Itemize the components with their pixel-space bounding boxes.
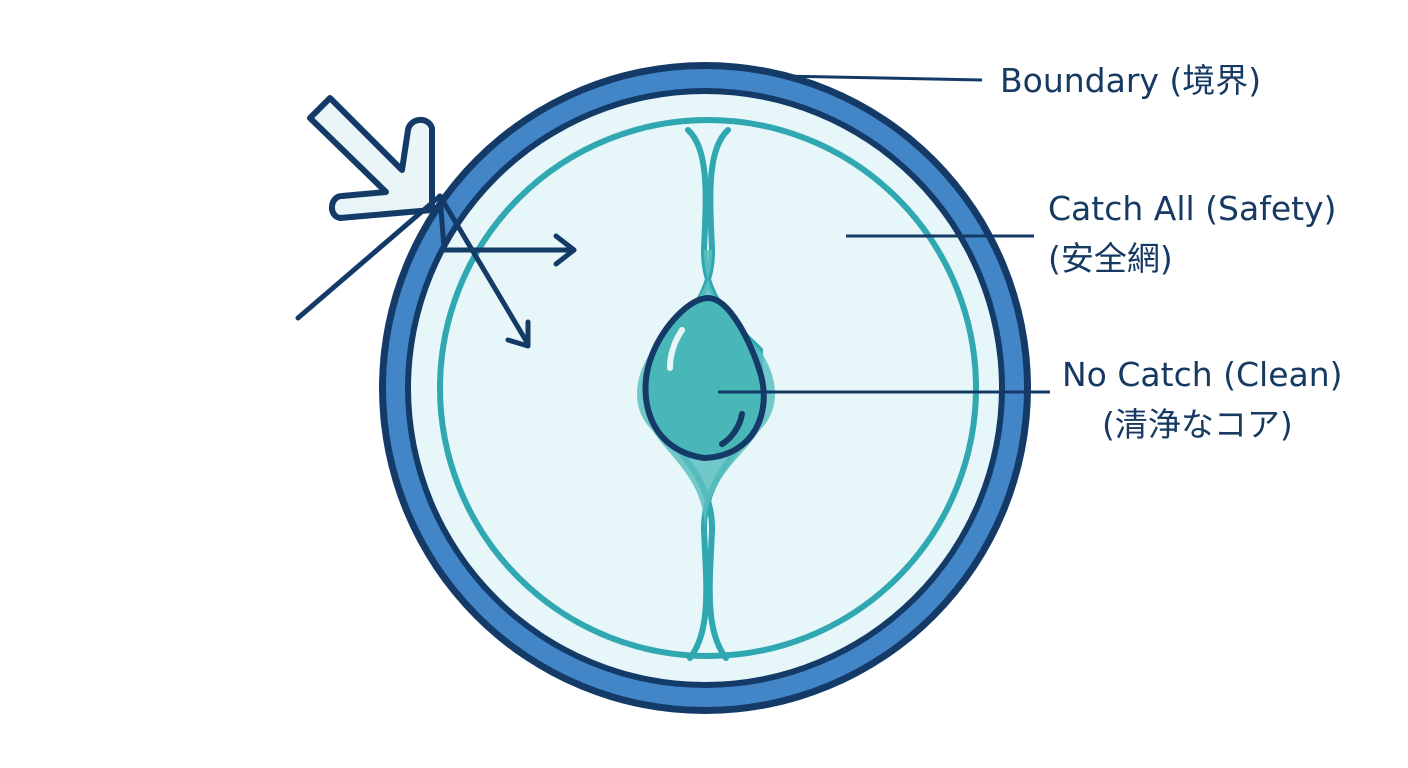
boundary-label: Boundary (境界): [1000, 61, 1261, 100]
no-catch-label-line2: (清浄なコア): [1102, 405, 1293, 444]
boundary-leader-line: [779, 74, 983, 82]
water-drop-icon: [642, 294, 767, 462]
catch-all-label-line1: Catch All (Safety): [1048, 189, 1336, 228]
incoming-arrow-icon: [295, 95, 443, 321]
catch-all-label-line2: (安全網): [1048, 239, 1173, 278]
no-catch-label-line1: No Catch (Clean): [1062, 355, 1343, 394]
catch-all-layer: [437, 117, 979, 659]
deflected-arrow-icon: [437, 193, 577, 349]
